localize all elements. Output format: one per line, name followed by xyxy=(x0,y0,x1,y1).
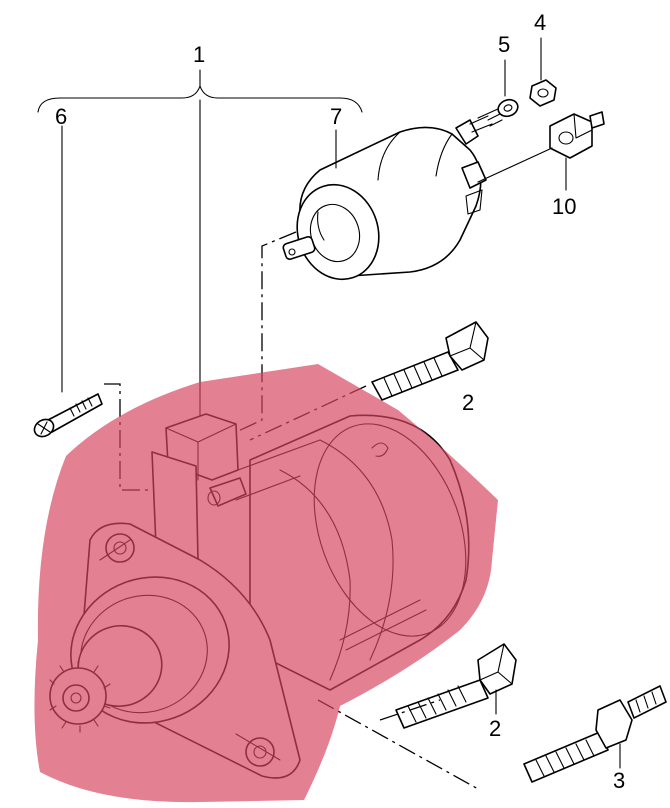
stud-bolt xyxy=(523,685,667,783)
lower-connector-line xyxy=(317,699,481,791)
callout-6: 6 xyxy=(55,104,67,129)
terminal-connector xyxy=(477,111,605,191)
nut xyxy=(529,37,557,107)
callout-4: 4 xyxy=(534,10,546,35)
assembly-bracket xyxy=(37,69,363,421)
bolt-upper xyxy=(249,321,489,441)
highlighted-assembly-region xyxy=(34,364,498,803)
bolt-lower xyxy=(395,643,517,729)
callout-5: 5 xyxy=(498,32,510,57)
callout-2-upper: 2 xyxy=(462,390,474,415)
solenoid-switch xyxy=(282,115,493,281)
callout-1: 1 xyxy=(193,42,205,67)
washer xyxy=(497,59,519,118)
callout-10: 10 xyxy=(552,194,576,219)
callout-3: 3 xyxy=(613,768,625,793)
callout-2-lower: 2 xyxy=(489,716,501,741)
solenoid-stud xyxy=(477,107,503,127)
callout-7: 7 xyxy=(330,104,342,129)
